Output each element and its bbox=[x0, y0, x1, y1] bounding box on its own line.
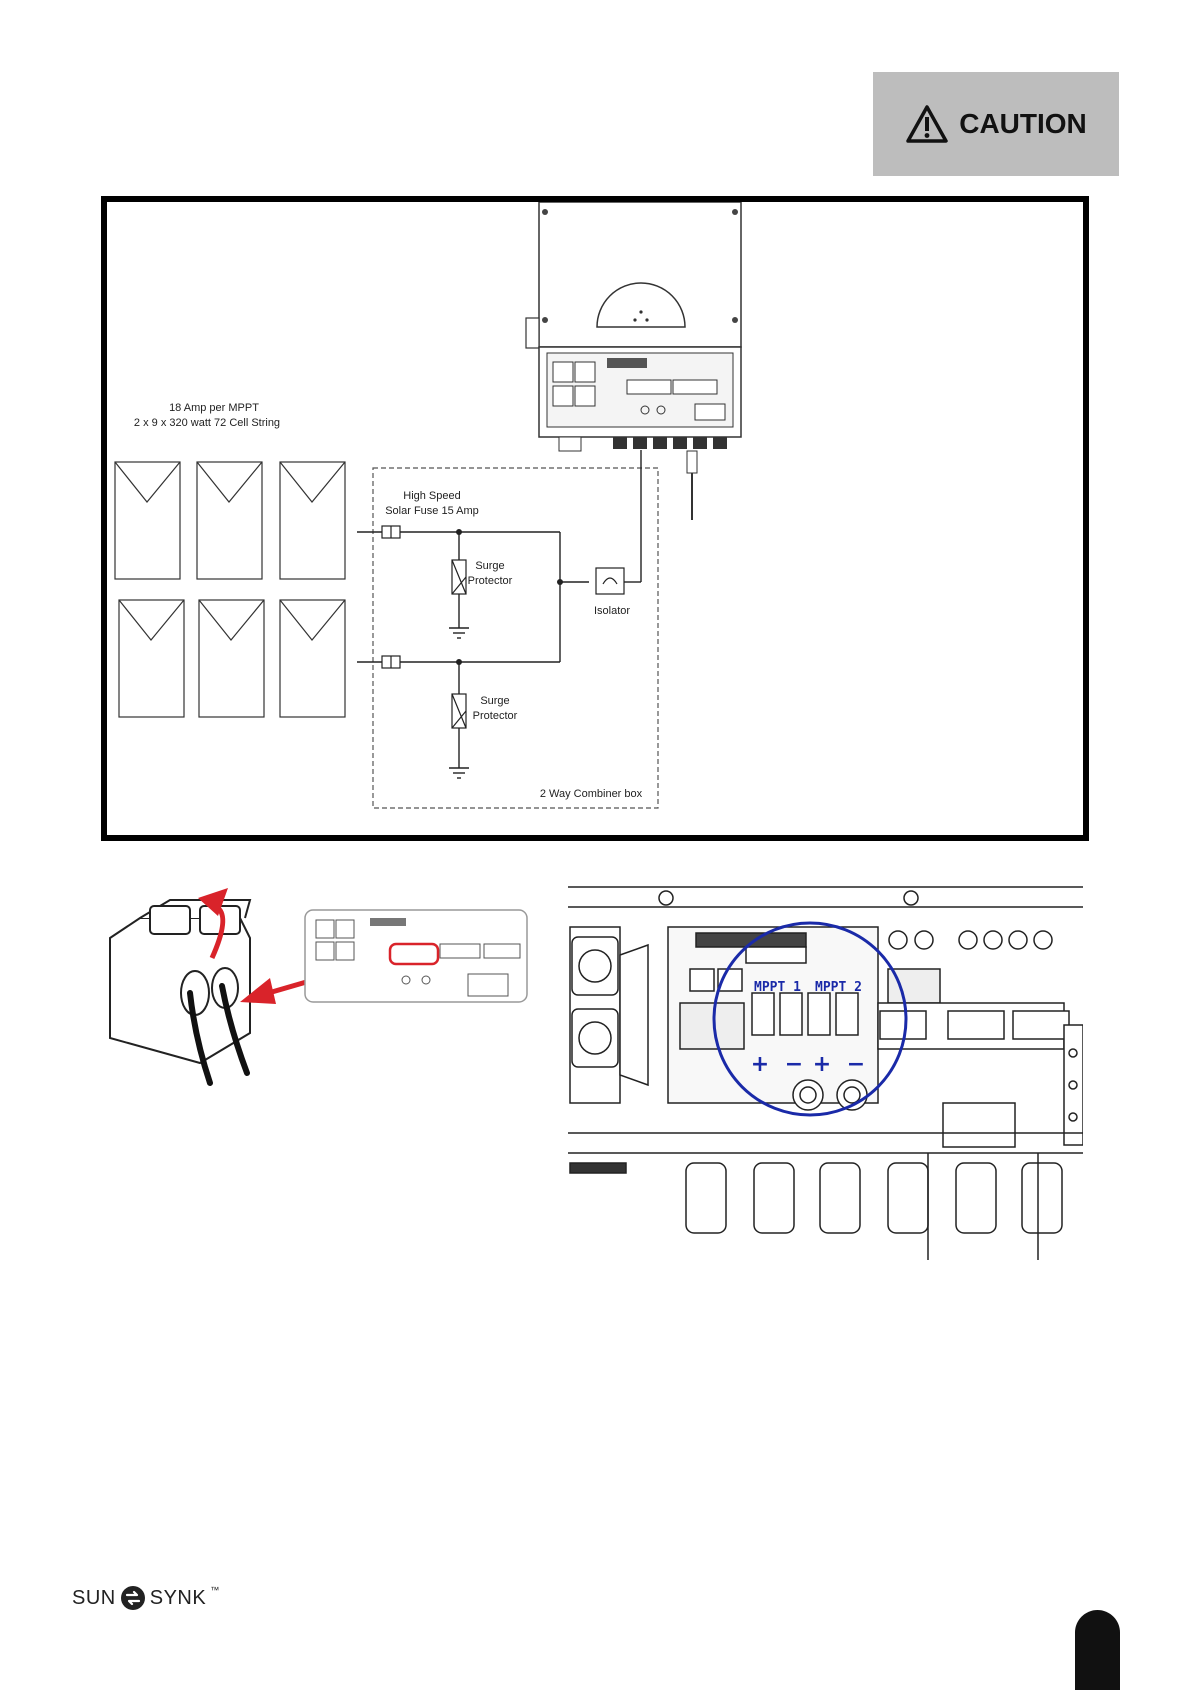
inverter-terminal-thumbnail bbox=[305, 910, 527, 1002]
fuse-label-line1: High Speed bbox=[403, 490, 461, 502]
combiner-label: 2 Way Combiner box bbox=[540, 788, 643, 800]
array-label-line2: 2 x 9 x 320 watt 72 Cell String bbox=[134, 417, 280, 429]
sunsynk-logo: SUN SYNK ™ bbox=[72, 1585, 220, 1611]
solar-panel-array bbox=[115, 462, 345, 717]
fuse-label-line2: Solar Fuse 15 Amp bbox=[385, 505, 479, 517]
logo-text-left: SUN bbox=[72, 1587, 116, 1610]
array-label-line1: 18 Amp per MPPT bbox=[169, 402, 259, 414]
logo-trademark: ™ bbox=[210, 1585, 220, 1595]
caution-label: CAUTION bbox=[959, 108, 1087, 140]
logo-text-right: SYNK bbox=[150, 1587, 206, 1610]
mppt2-plus: + bbox=[813, 1052, 831, 1077]
surge-top-line2: Protector bbox=[468, 575, 513, 587]
logo-swirl-icon bbox=[120, 1585, 146, 1611]
mppt-terminal-closeup: MPPT 1 MPPT 2 + − + − bbox=[568, 885, 1083, 1260]
isolator-label: Isolator bbox=[594, 605, 630, 617]
caution-banner: CAUTION bbox=[873, 72, 1119, 176]
wiring-diagram: 18 Amp per MPPT 2 x 9 x 320 watt 72 Cell… bbox=[101, 196, 1089, 841]
isolator-switch-icon bbox=[596, 568, 624, 594]
warning-triangle-icon bbox=[905, 104, 949, 144]
inverter-unit bbox=[526, 202, 741, 520]
combiner-box bbox=[373, 468, 658, 808]
mppt2-minus: − bbox=[847, 1052, 865, 1077]
page-tab-marker bbox=[1075, 1610, 1120, 1690]
mppt1-minus: − bbox=[785, 1052, 803, 1077]
surge-bottom-line1: Surge bbox=[480, 695, 509, 707]
mppt1-plus: + bbox=[751, 1052, 769, 1077]
connector-insertion-illustration bbox=[100, 878, 530, 1088]
surge-bottom-line2: Protector bbox=[473, 710, 518, 722]
solar-fuse-icon bbox=[382, 526, 400, 668]
surge-protector-icon bbox=[452, 560, 466, 728]
surge-top-line1: Surge bbox=[475, 560, 504, 572]
mppt2-label: MPPT 2 bbox=[815, 980, 862, 995]
mppt1-label: MPPT 1 bbox=[754, 980, 801, 995]
